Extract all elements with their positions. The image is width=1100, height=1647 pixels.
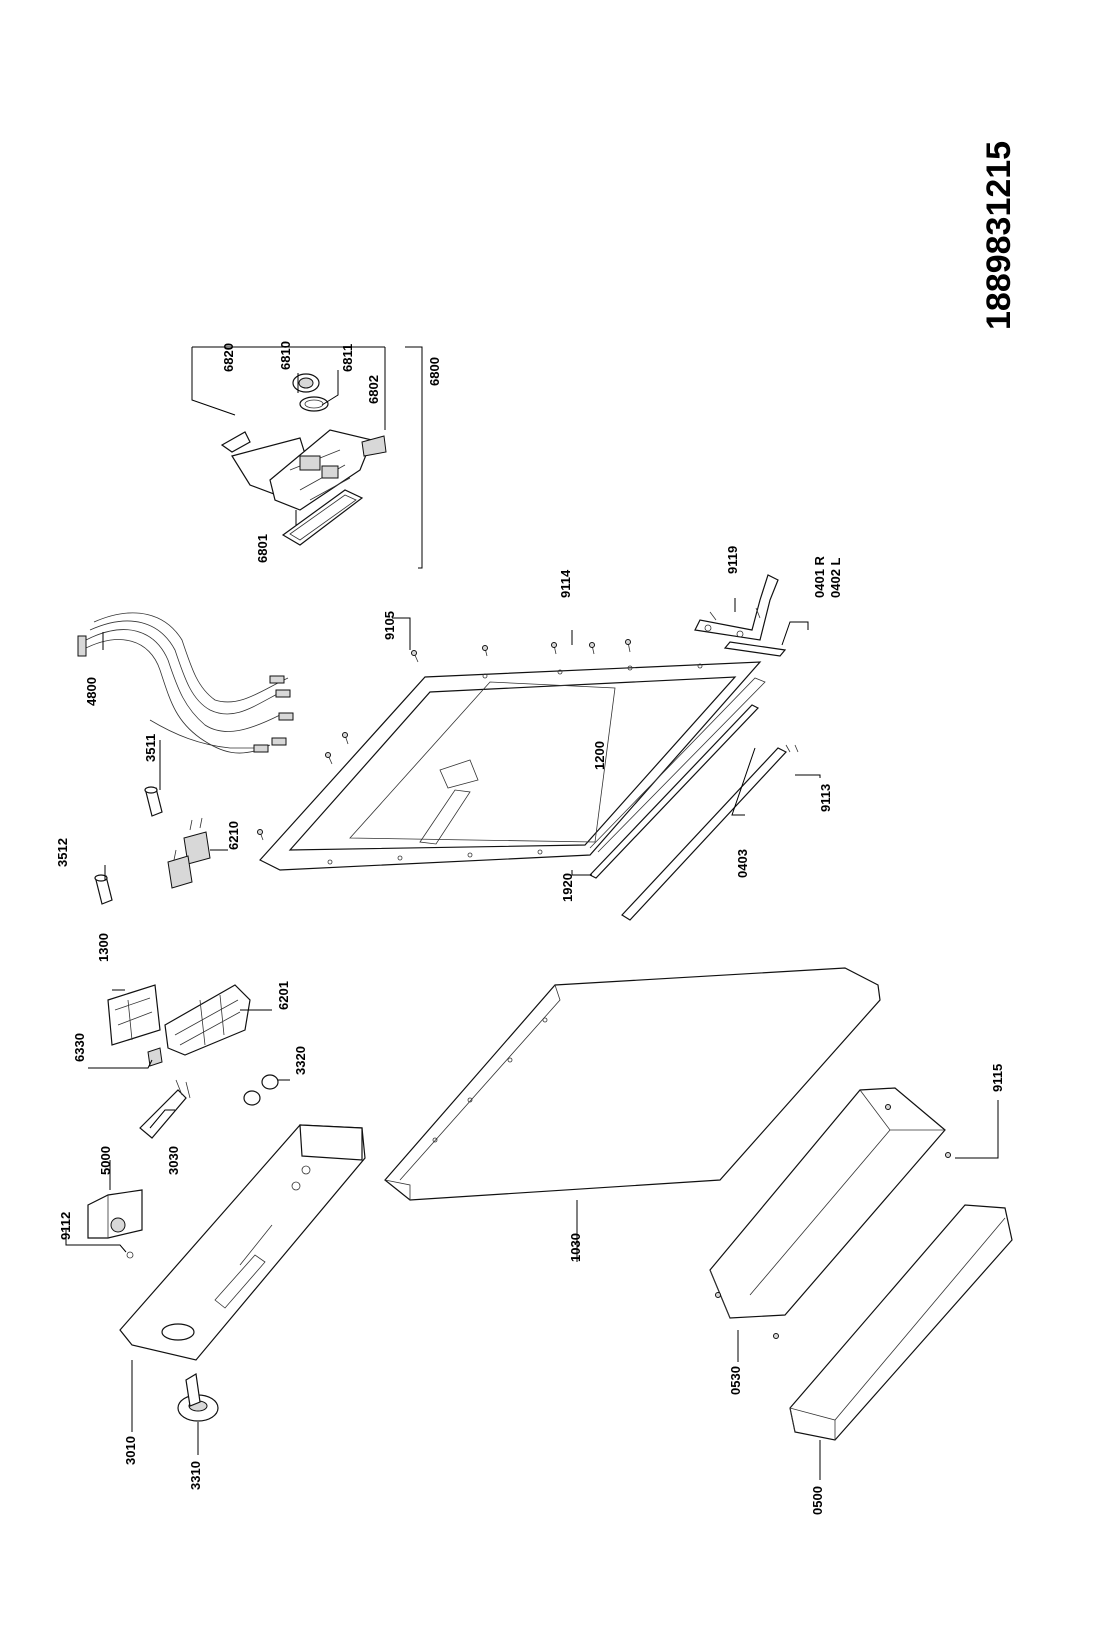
label-0403: 0403: [735, 849, 750, 878]
label-3310: 3310: [188, 1461, 203, 1490]
box-unit-drawing: [87, 1189, 143, 1259]
label-6800: 6800: [427, 357, 442, 386]
frame-screws-drawing: [257, 639, 631, 841]
label-3511: 3511: [143, 734, 158, 762]
label-9115: 9115: [990, 1064, 1005, 1092]
inner-door-frame-drawing: [259, 661, 766, 871]
switch-pair-drawing: [167, 817, 211, 889]
label-1300: 1300: [96, 933, 111, 962]
label-0402-l: 0402 L: [828, 557, 843, 598]
label-3030: 3030: [166, 1146, 181, 1175]
label-0500: 0500: [810, 1486, 825, 1515]
connector-sleeve-drawings: [94, 786, 163, 905]
label-3512: 3512: [55, 838, 70, 867]
label-0530: 0530: [728, 1366, 743, 1395]
label-3010: 3010: [123, 1436, 138, 1465]
wire-harness-drawing: [77, 612, 294, 754]
label-9119: 9119: [725, 546, 740, 574]
hinge-drawing: [694, 574, 787, 657]
seal-strip-drawings: [589, 704, 799, 921]
label-6210: 6210: [226, 821, 241, 850]
label-6801: 6801: [255, 534, 270, 563]
document-number: 1889831215: [980, 141, 1018, 330]
knob-drawing: [177, 1373, 219, 1422]
label-9105: 9105: [382, 611, 397, 640]
label-0401-r: 0401 R: [812, 555, 827, 598]
label-6201: 6201: [276, 981, 291, 1010]
leader-lines: [65, 346, 999, 1480]
label-9114: 9114: [558, 569, 573, 598]
label-1920: 1920: [560, 873, 575, 902]
kick-plate-drawing: [789, 1204, 1013, 1441]
label-5000: 5000: [98, 1146, 113, 1175]
control-module-drawings: [107, 984, 251, 1067]
label-1200: 1200: [592, 741, 607, 770]
dispenser-assembly-drawing: [220, 373, 387, 546]
label-4800: 4800: [84, 677, 99, 706]
label-6811: 6811: [340, 344, 355, 372]
part-labels: 6820 6810 6811 6802 6800 6801 4800 9105 …: [55, 341, 1005, 1515]
outer-door-panel-drawing: [384, 967, 881, 1201]
control-panel-drawing: [119, 1124, 366, 1361]
label-6802: 6802: [366, 375, 381, 404]
label-3320: 3320: [293, 1046, 308, 1075]
label-6810: 6810: [278, 341, 293, 370]
label-9113: 9113: [818, 784, 833, 812]
kick-plate-bracket-drawing: [709, 1087, 951, 1339]
label-6330: 6330: [72, 1033, 87, 1062]
label-1030: 1030: [568, 1233, 583, 1262]
label-9112: 9112: [58, 1212, 73, 1240]
small-part-drawings: [139, 1074, 279, 1139]
label-6820: 6820: [221, 343, 236, 372]
